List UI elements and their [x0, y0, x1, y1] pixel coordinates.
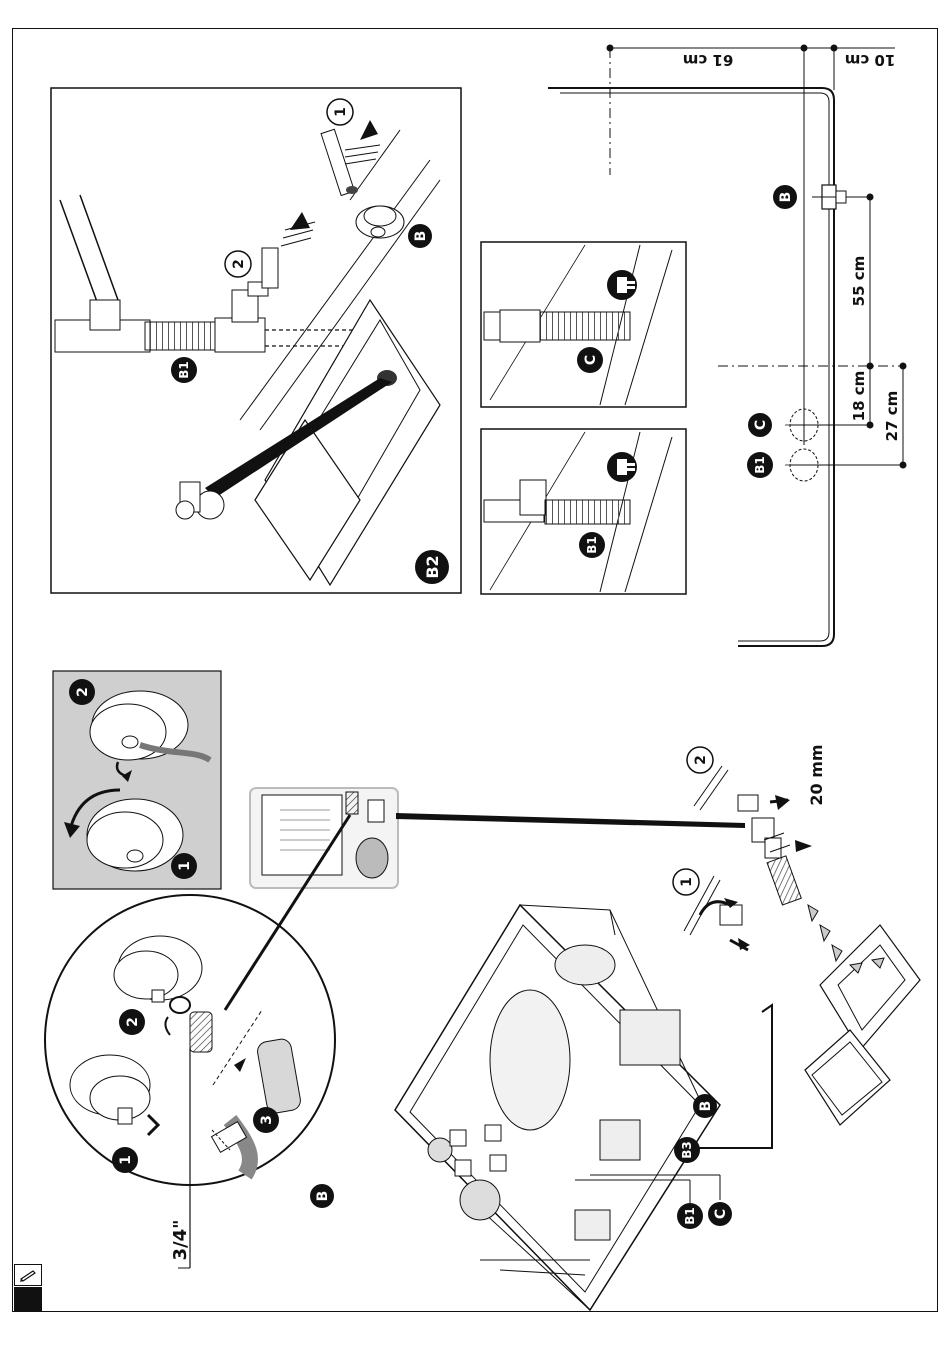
- svg-text:B: B: [413, 231, 429, 242]
- thread-size-label: 3/4": [170, 1219, 191, 1260]
- svg-text:2: 2: [693, 755, 709, 765]
- detail-box-b1: [481, 429, 686, 594]
- label-b-circle: B: [310, 1184, 334, 1208]
- svg-text:B1: B1: [683, 1207, 697, 1225]
- step-1-circle: 1: [112, 1147, 138, 1173]
- svg-text:B: B: [778, 192, 794, 203]
- svg-text:C: C: [753, 420, 769, 430]
- svg-text:1: 1: [118, 1155, 134, 1165]
- svg-text:B2: B2: [423, 555, 442, 578]
- svg-text:1: 1: [177, 861, 193, 871]
- step-3-circle: 3: [253, 1107, 279, 1133]
- dim-20mm: 20 mm: [807, 744, 826, 805]
- label-c-tub: C: [708, 1202, 732, 1226]
- svg-text:2: 2: [75, 687, 91, 697]
- step-2-outline-b2: 2: [225, 251, 251, 277]
- label-b-tub: B: [693, 1094, 717, 1118]
- svg-text:B: B: [315, 1191, 331, 1202]
- dim-27cm: 27 cm: [883, 391, 901, 442]
- dim-10cm: 10 cm: [845, 51, 896, 69]
- fitting-assembly: [684, 766, 920, 1125]
- step-1-outline-fit: 1: [673, 869, 699, 895]
- step-2-outline-fit: 2: [687, 747, 713, 773]
- label-b1-box: B1: [579, 532, 605, 558]
- dim-55cm: 55 cm: [850, 256, 868, 307]
- dim-18cm: 18 cm: [850, 371, 868, 422]
- label-b1-tub: B1: [677, 1203, 703, 1229]
- step-1-grey: 1: [171, 853, 197, 879]
- dim-61cm: 61 cm: [683, 51, 734, 69]
- svg-text:B1: B1: [753, 456, 767, 474]
- svg-text:2: 2: [231, 259, 247, 269]
- label-b1-dim: B1: [747, 452, 773, 478]
- label-b-dim: B: [773, 185, 797, 209]
- svg-text:C: C: [713, 1209, 729, 1219]
- label-b2: B2: [415, 550, 449, 584]
- svg-text:B1: B1: [585, 536, 599, 554]
- label-b3-tub: B3: [674, 1137, 700, 1163]
- label-c-dim: C: [748, 413, 772, 437]
- step-2-circle: 2: [119, 1009, 145, 1035]
- svg-text:B: B: [698, 1101, 714, 1112]
- label-b1-b2: B1: [171, 357, 197, 383]
- plug-icon-c: [607, 270, 637, 300]
- svg-text:1: 1: [333, 107, 349, 117]
- label-b-b2: B: [408, 224, 432, 248]
- detail-box-c: [481, 242, 686, 407]
- detail-box-b2: [51, 88, 461, 593]
- section-marker: [14, 1287, 42, 1311]
- svg-text:B3: B3: [680, 1141, 694, 1159]
- step-1-outline-b2: 1: [327, 99, 353, 125]
- svg-text:1: 1: [679, 877, 695, 887]
- svg-text:3: 3: [259, 1115, 275, 1125]
- bathtub-drawing: [395, 905, 720, 1310]
- plug-icon-b1: [607, 452, 637, 482]
- step-2-grey: 2: [69, 679, 95, 705]
- pencil-icon: [14, 1264, 42, 1286]
- parts-bag: [250, 788, 398, 888]
- svg-text:2: 2: [125, 1017, 141, 1027]
- label-c-box: C: [577, 347, 603, 373]
- svg-text:B1: B1: [177, 361, 191, 379]
- svg-text:C: C: [583, 355, 599, 365]
